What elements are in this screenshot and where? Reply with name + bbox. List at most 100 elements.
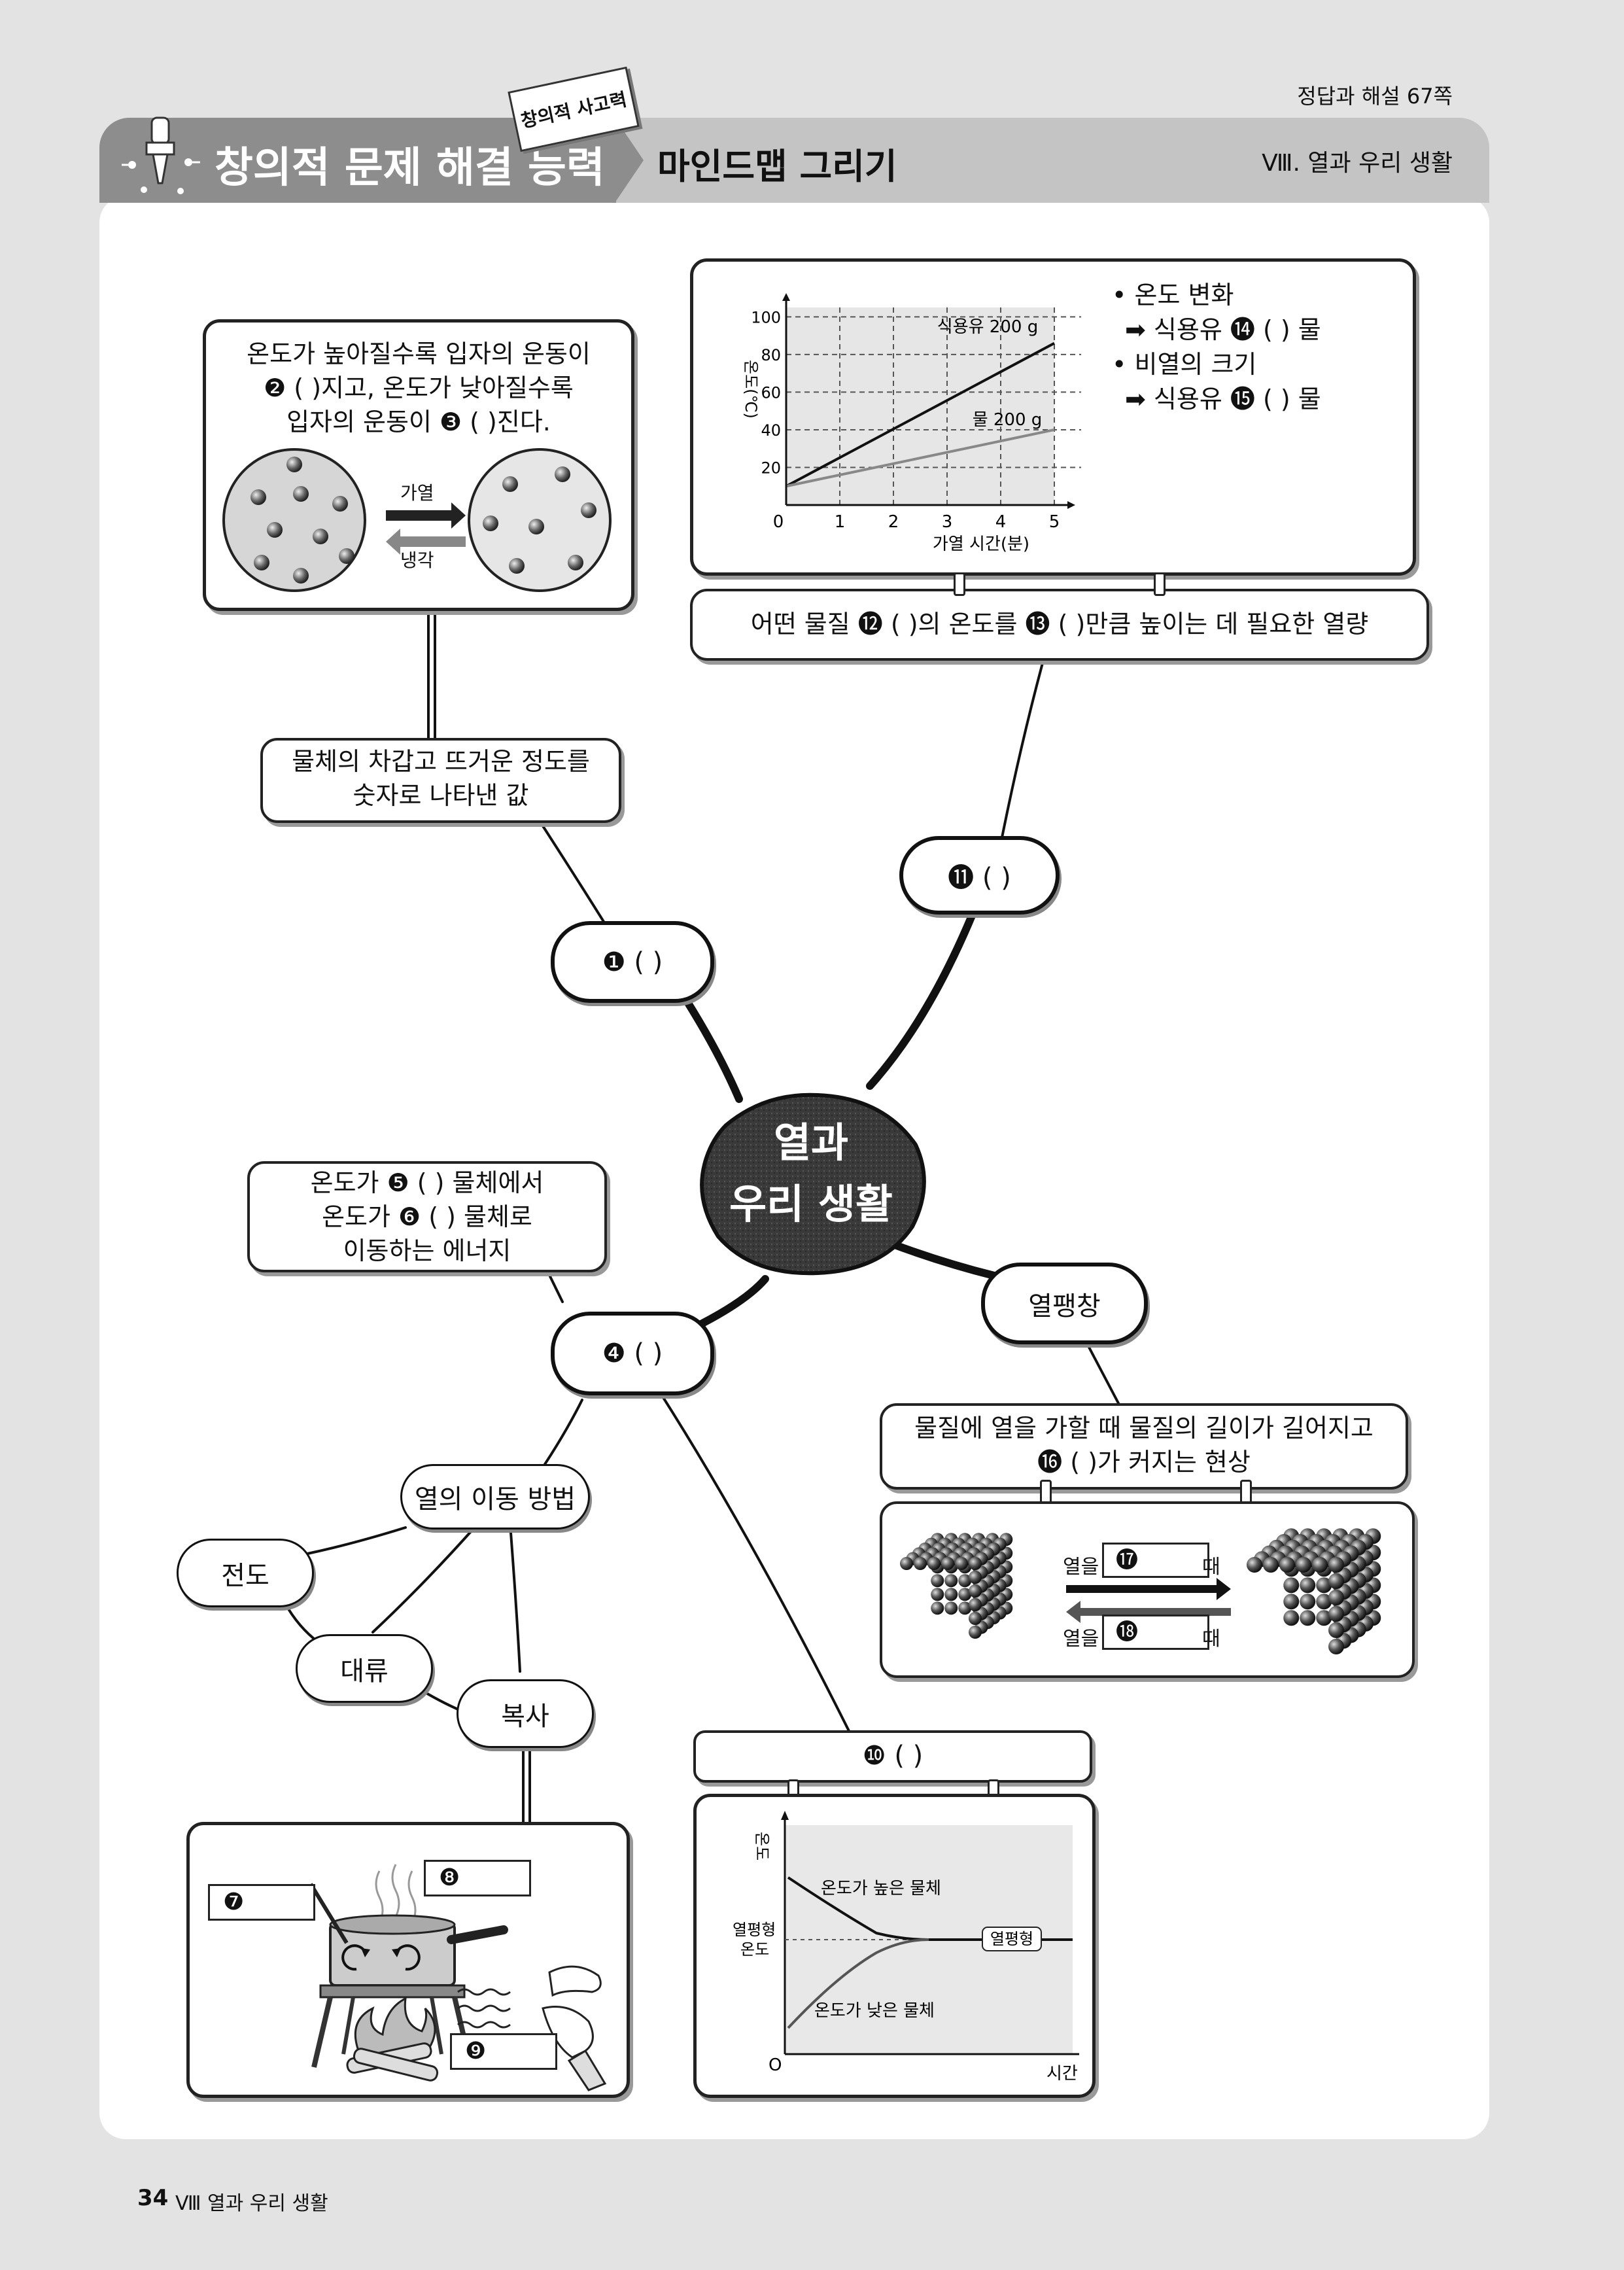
method-convection[interactable]: 대류: [296, 1634, 433, 1703]
particle: [927, 1557, 941, 1570]
particle: [1328, 1573, 1344, 1589]
center-title: 열과 우리 생활: [729, 1119, 893, 1228]
heat-added-prefix: 열을: [1063, 1556, 1099, 1579]
particle: [1300, 1594, 1316, 1610]
eq-xlabel: 시간: [1046, 2064, 1078, 2084]
blank-7[interactable]: ❼: [208, 1884, 315, 1921]
particle: [1316, 1577, 1332, 1594]
equilibrium-chart: 온도 시간 O 열평형 온도 열평형 온도가 높은 물체 온도가 낮은 물체: [733, 1811, 1079, 2084]
particle-diagram: [222, 448, 612, 592]
heat-added-suffix: 때: [1202, 1556, 1220, 1579]
expansion-diagram: [900, 1528, 1381, 1654]
y-tick-label: 100: [751, 308, 781, 326]
answer-reference: 정답과 해설 67쪽: [1297, 84, 1453, 109]
particle: [1279, 1557, 1295, 1573]
x-tick-label: 0: [773, 512, 784, 532]
node-specific-heat[interactable]: ⓫ ( ): [899, 836, 1060, 915]
particle: [969, 1571, 982, 1584]
particle: [958, 1574, 972, 1588]
section-subtitle: 마인드맵 그리기: [657, 146, 897, 187]
section-title: 창의적 문제 해결 능력: [215, 144, 605, 192]
particle: [969, 1626, 982, 1639]
expansion-definition: 물질에 열을 가할 때 물질의 길이가 길어지고 ⓰ ( )가 커지는 현상: [914, 1414, 1373, 1476]
particle: [1283, 1577, 1300, 1594]
arrow-right-icon: [1066, 1578, 1231, 1600]
method-radiation[interactable]: 복사: [457, 1679, 594, 1748]
particle: [944, 1601, 958, 1615]
blank-18[interactable]: ⓲: [1102, 1615, 1209, 1650]
eq-origin: O: [769, 2055, 782, 2075]
particle: [931, 1588, 944, 1601]
node-heat[interactable]: ❹ ( ): [551, 1312, 714, 1395]
eq-temp-line2: 온도: [740, 1940, 769, 1959]
specific-heat-definition-box: [690, 589, 1429, 661]
expansion-definition-box: [880, 1403, 1408, 1490]
particle: [958, 1601, 972, 1615]
x-tick-label: 2: [888, 512, 899, 532]
specific-heat-bullets: • 온도 변화 ➡ 식용유 ⓮ ( ) 물 • 비열의 크기 ➡ 식용유 ⓯ (…: [1112, 281, 1321, 413]
node-thermal-expansion[interactable]: 열팽창: [981, 1263, 1148, 1344]
eq-ylabel: 온도: [753, 1832, 771, 1860]
hot-object-label: 온도가 높은 물체: [821, 1879, 941, 1898]
equilibrium-node-box: [693, 1730, 1092, 1783]
particle: [1316, 1610, 1332, 1626]
node-thermal-equilibrium[interactable]: ❿ ( ): [862, 1741, 924, 1771]
particle: [1328, 1557, 1344, 1573]
heat-definition-box: [247, 1161, 607, 1272]
x-tick-label: 1: [835, 512, 846, 532]
center-blob: [700, 1092, 926, 1276]
particle: [1328, 1590, 1344, 1605]
particle: [914, 1557, 927, 1570]
particle: [969, 1612, 982, 1625]
particle: [1328, 1622, 1344, 1638]
particle: [900, 1557, 913, 1570]
cold-object-label: 온도가 낮은 물체: [814, 2001, 935, 2021]
particle: [931, 1601, 944, 1615]
y-tick-label: 80: [761, 346, 781, 364]
footer-unit: Ⅷ 열과 우리 생활: [175, 2192, 328, 2215]
particle: [1263, 1557, 1279, 1573]
x-tick-label: 5: [1049, 512, 1060, 532]
series-line-0: [786, 341, 1055, 488]
heat-transfer-methods[interactable]: 열의 이동 방법: [400, 1464, 590, 1529]
arrow-left-icon: [1066, 1601, 1231, 1623]
particle: [1328, 1606, 1344, 1622]
chart-xlabel: 가열 시간(분): [933, 534, 1029, 554]
legend-water: 물 200 g: [973, 410, 1043, 430]
blank-9[interactable]: ❾: [450, 2033, 557, 2070]
particle: [1316, 1594, 1332, 1610]
temperature-definition-box: [260, 738, 621, 823]
legend-oil: 식용유 200 g: [937, 317, 1038, 337]
particle: [1283, 1610, 1300, 1626]
particle: [1283, 1594, 1300, 1610]
particle: [969, 1598, 982, 1611]
connector-clip: [954, 572, 965, 596]
particle: [941, 1557, 954, 1570]
particle: [958, 1588, 972, 1601]
method-conduction[interactable]: 전도: [177, 1539, 314, 1607]
chart-ylabel: 온도(℃): [742, 360, 760, 419]
blank-17[interactable]: ⓱: [1102, 1543, 1209, 1578]
heat-definition: 온도가 ❺ ( ) 물체에서 온도가 ❻ ( ) 물체로 이동하는 에너지: [310, 1168, 544, 1265]
particle: [1296, 1557, 1311, 1573]
particle: [944, 1574, 958, 1588]
particle: [931, 1574, 944, 1588]
y-tick-label: 20: [761, 459, 781, 477]
cool-label: 냉각: [400, 550, 434, 571]
heat-label: 가열: [400, 482, 434, 504]
particle: [969, 1584, 982, 1598]
particle: [1300, 1610, 1316, 1626]
particle: [969, 1557, 982, 1570]
heat-removed-prefix: 열을: [1063, 1628, 1099, 1650]
series-line-1: [786, 428, 1055, 488]
y-tick-label: 60: [761, 383, 781, 402]
particle: [1328, 1639, 1344, 1654]
dropper-icon: [122, 116, 200, 194]
particle: [1312, 1557, 1328, 1573]
temperature-definition: 물체의 차갑고 뜨거운 정도를 숫자로 나타낸 값: [292, 747, 590, 810]
eq-temp-line1: 열평형: [733, 1921, 776, 1939]
blank-8[interactable]: ❽: [424, 1860, 531, 1896]
node-temperature[interactable]: ❶ ( ): [551, 921, 714, 1003]
